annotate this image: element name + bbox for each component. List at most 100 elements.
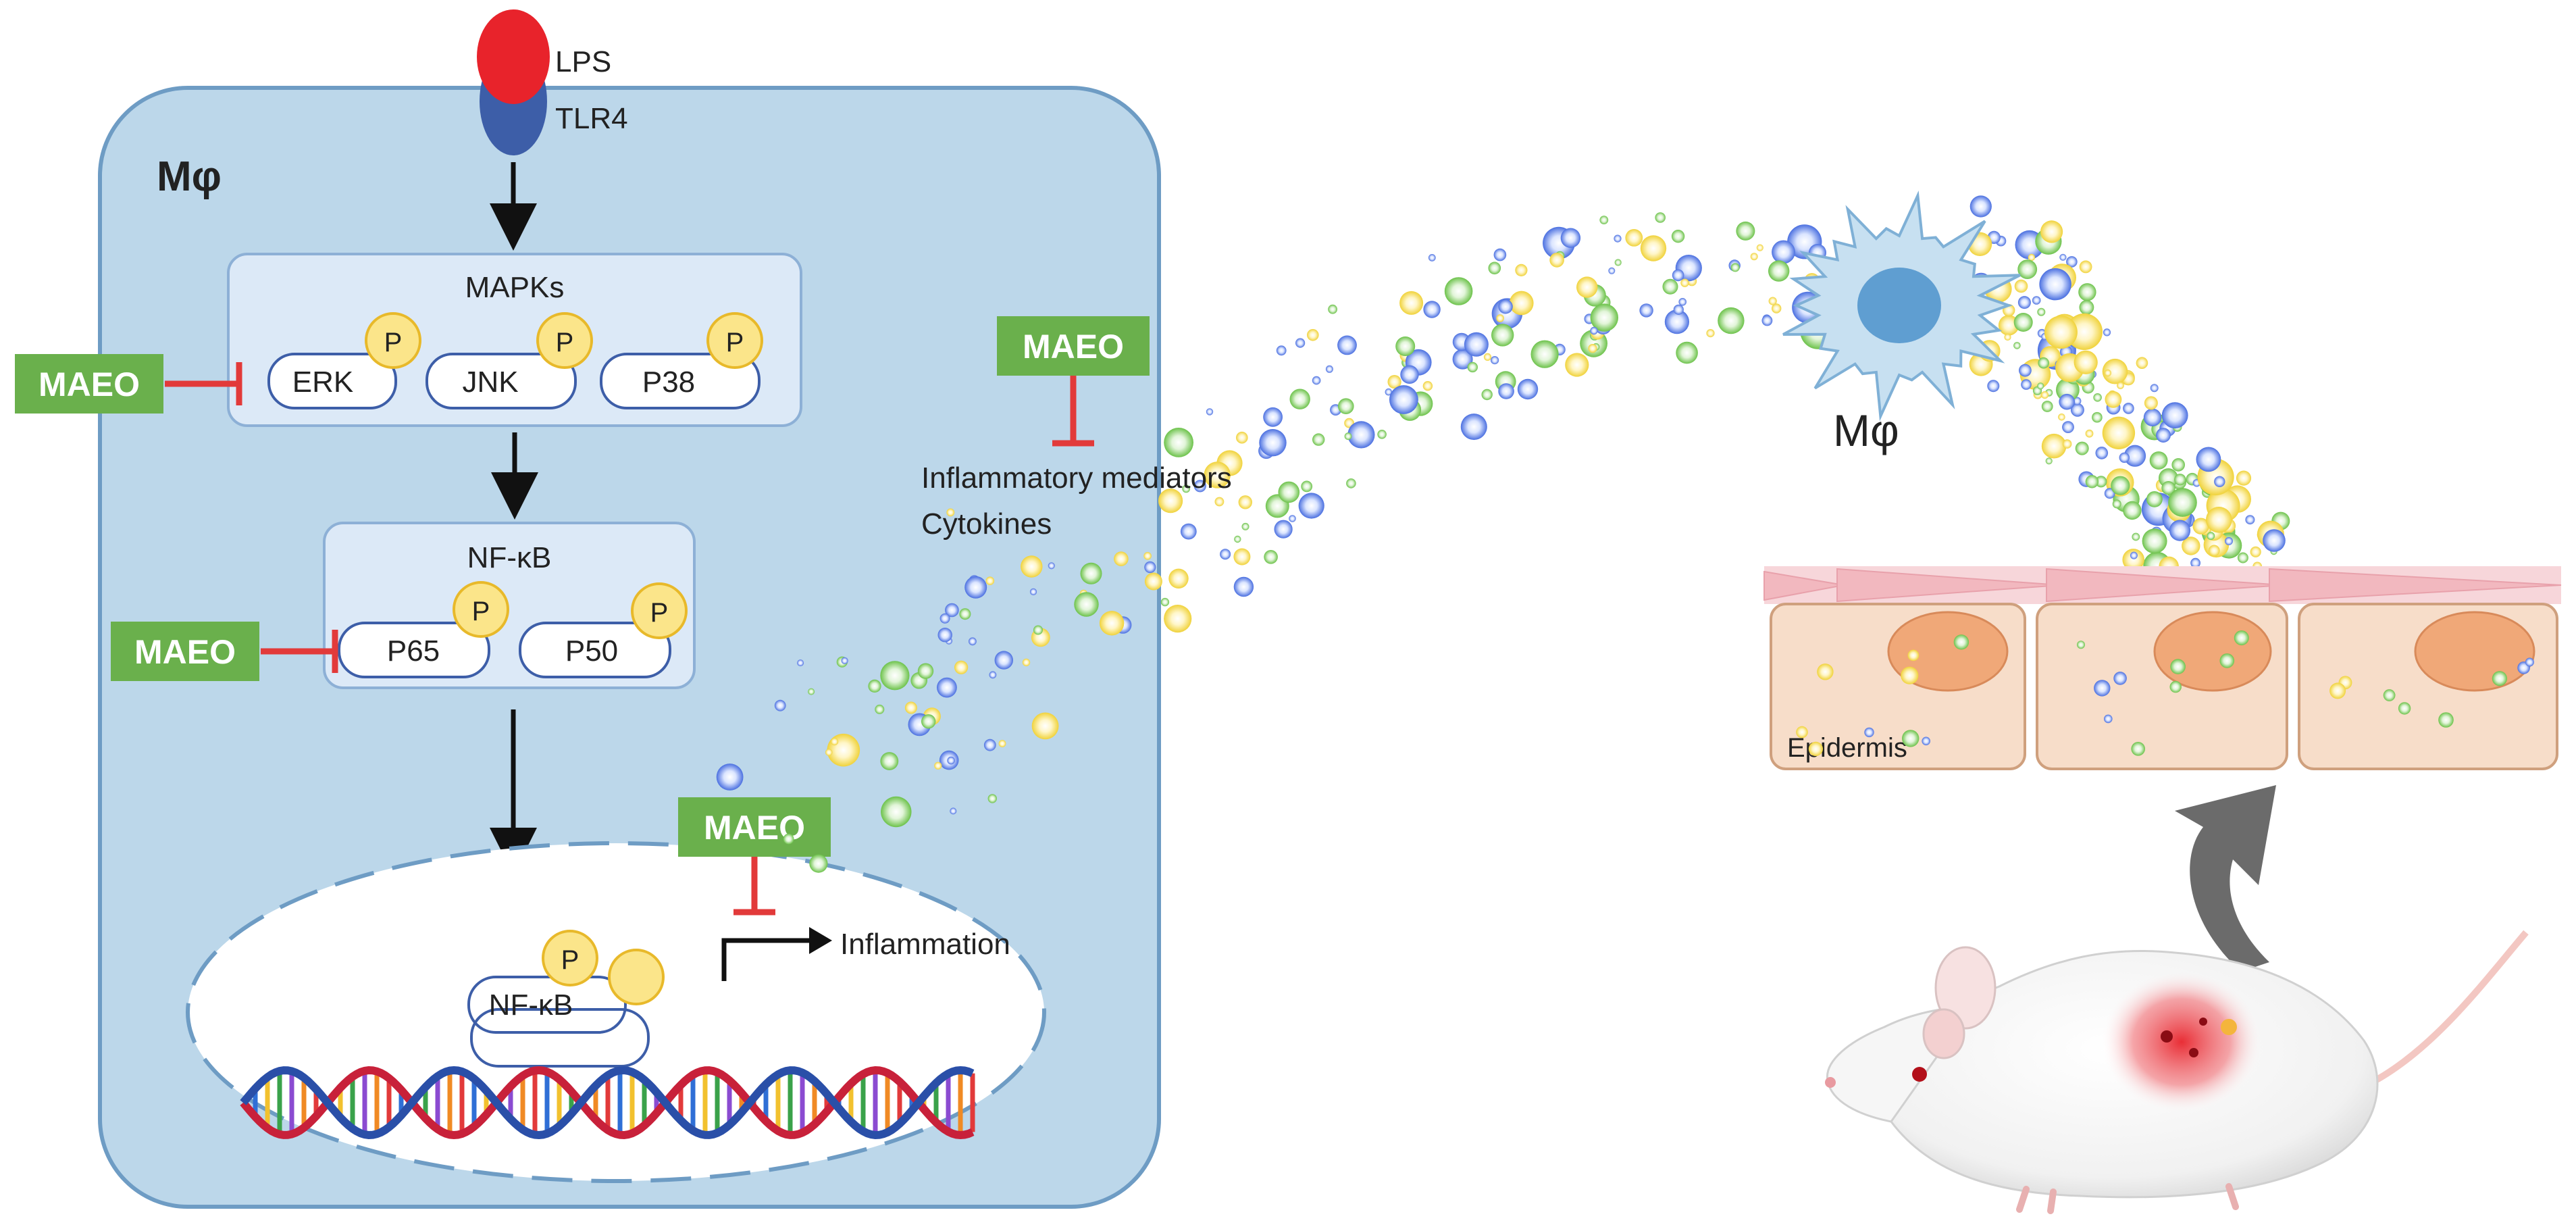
green-mediator <box>1614 259 1622 266</box>
svg-text:P65: P65 <box>387 634 440 668</box>
green-mediator <box>1074 592 1099 617</box>
yellow-mediator <box>1640 235 1667 261</box>
yellow-mediator <box>1756 244 1763 251</box>
green-mediator <box>2045 457 2053 465</box>
yellow-mediator <box>2044 316 2078 349</box>
blue-mediator <box>2113 672 2127 685</box>
yellow-mediator <box>2136 357 2148 369</box>
green-mediator <box>1234 535 1241 543</box>
yellow-mediator <box>1204 461 1231 489</box>
yellow-mediator <box>1399 291 1424 315</box>
yellow-mediator <box>1625 229 1643 247</box>
yellow-mediator <box>2329 682 2346 699</box>
green-mediator <box>1289 389 1310 409</box>
yellow-mediator <box>1099 611 1125 636</box>
blue-mediator <box>2059 253 2067 261</box>
blue-mediator <box>2066 256 2078 268</box>
yellow-mediator <box>1307 329 1319 341</box>
yellow-mediator <box>2065 313 2103 351</box>
yellow-mediator <box>1680 278 1689 287</box>
macrophage-label: Mφ <box>1833 405 1899 455</box>
phosphate-p38: P <box>706 312 763 369</box>
blue-mediator <box>1464 332 1489 357</box>
green-mediator <box>2078 283 2096 301</box>
yellow-mediator <box>1565 353 1589 377</box>
green-mediator <box>783 833 794 845</box>
green-mediator <box>809 854 828 873</box>
yellow-mediator <box>1114 551 1129 566</box>
yellow-mediator <box>2206 507 2232 533</box>
yellow-mediator <box>1588 343 1597 353</box>
green-mediator <box>2038 357 2049 369</box>
green-mediator <box>1599 216 1609 224</box>
yellow-mediator <box>1772 303 1782 314</box>
blue-mediator <box>2245 515 2255 525</box>
yellow-mediator <box>934 761 942 770</box>
transcription-arrow <box>721 927 832 981</box>
yellow-mediator <box>1238 495 1253 509</box>
yellow-mediator <box>2014 279 2028 293</box>
yellow-mediator <box>1515 264 1528 276</box>
green-mediator <box>1671 230 1685 243</box>
green-mediator <box>2146 491 2163 507</box>
blue-mediator <box>1498 299 1513 314</box>
blue-mediator <box>947 756 955 765</box>
green-mediator <box>808 688 815 695</box>
green-mediator <box>917 663 934 679</box>
yellow-mediator <box>1233 548 1251 566</box>
green-mediator <box>2174 474 2186 486</box>
svg-text:MAEO: MAEO <box>38 366 140 403</box>
blue-mediator <box>1761 315 1773 326</box>
blue-mediator <box>1772 240 1795 264</box>
green-mediator <box>1160 597 1170 607</box>
blue-mediator <box>2123 445 2146 467</box>
blue-mediator <box>1144 561 1156 574</box>
green-mediator <box>875 704 885 714</box>
dna-strand <box>240 1066 975 1140</box>
green-mediator <box>2079 300 2094 315</box>
green-mediator <box>1491 324 1514 347</box>
svg-text:ERK: ERK <box>292 366 353 399</box>
blue-mediator <box>1987 380 2000 393</box>
phosphate-jnk: P <box>536 312 593 369</box>
green-mediator <box>1264 550 1278 564</box>
maeo-inhibitor-mapks: MAEO <box>15 354 242 414</box>
green-mediator <box>1676 341 1698 364</box>
blue-mediator <box>1590 326 1598 335</box>
blue-mediator <box>2017 296 2031 309</box>
green-mediator <box>1467 361 1478 373</box>
green-mediator <box>2112 499 2121 509</box>
green-mediator <box>2170 659 2186 674</box>
green-mediator <box>1481 389 1493 401</box>
tlr4-label: TLR4 <box>555 102 628 135</box>
green-mediator <box>881 796 912 828</box>
yellow-mediator <box>2117 382 2124 389</box>
green-mediator <box>1241 522 1250 530</box>
yellow-mediator <box>1817 663 1834 680</box>
green-mediator <box>2159 468 2178 488</box>
yellow-mediator <box>1143 552 1152 560</box>
blue-mediator <box>983 738 996 751</box>
green-mediator <box>1902 730 1920 747</box>
blue-mediator <box>939 613 950 624</box>
blue-mediator <box>2070 403 2084 417</box>
jnk-protein: JNK <box>426 353 577 409</box>
blue-mediator <box>1048 562 1055 570</box>
green-mediator <box>2085 475 2099 489</box>
blue-mediator <box>937 677 957 698</box>
blue-mediator <box>2104 714 2113 724</box>
yellow-mediator <box>1496 314 1504 322</box>
yellow-mediator <box>1214 497 1225 507</box>
green-mediator <box>1488 261 1501 275</box>
yellow-mediator <box>1796 726 1808 738</box>
blue-mediator <box>989 671 997 679</box>
yellow-mediator <box>2040 220 2063 243</box>
green-mediator <box>1662 278 1678 295</box>
yellow-mediator <box>1164 605 1192 633</box>
blue-mediator <box>2130 551 2138 559</box>
green-mediator <box>1655 212 1666 223</box>
svg-text:JNK: JNK <box>462 366 518 399</box>
blue-mediator <box>1295 338 1306 348</box>
yellow-mediator <box>2085 429 2094 438</box>
green-mediator <box>2092 411 2103 423</box>
